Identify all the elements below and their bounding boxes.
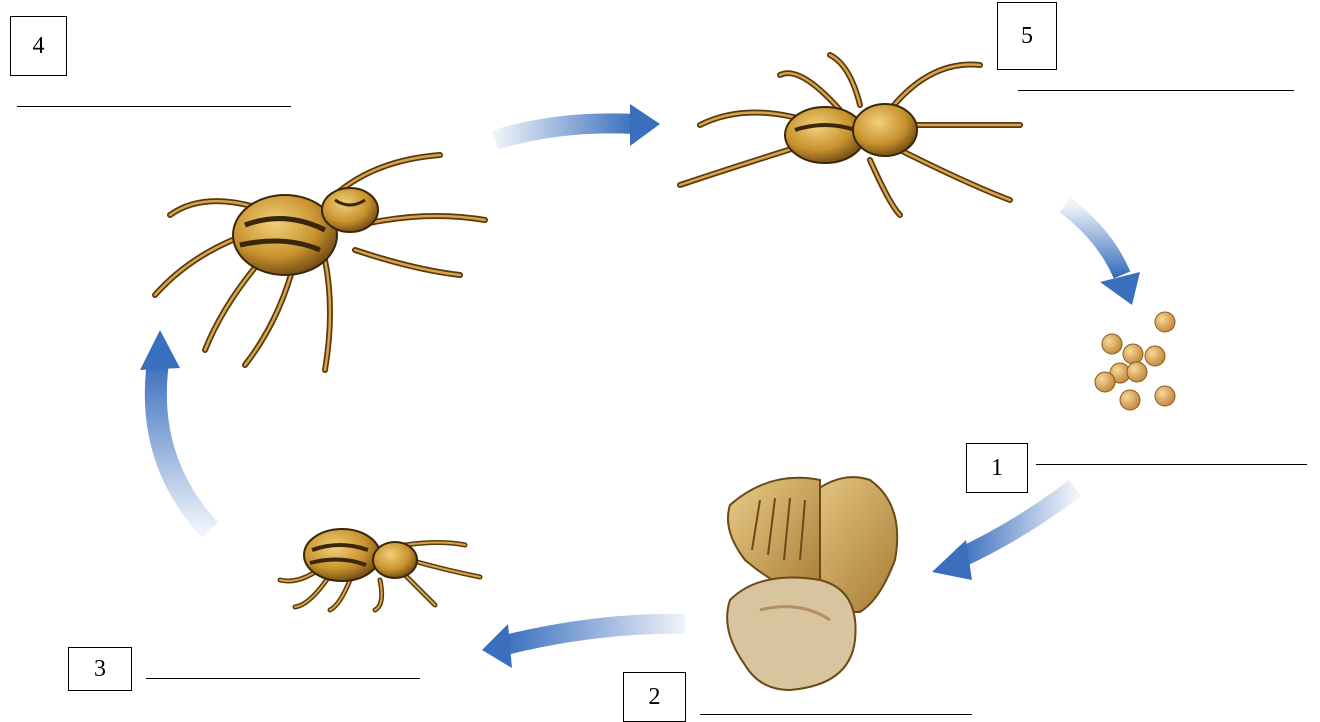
label-box-1: 1 <box>966 443 1028 493</box>
mature-spider-icon <box>680 55 1020 215</box>
answer-line-3[interactable] <box>146 678 420 679</box>
eggs-icon <box>1095 312 1175 410</box>
answer-line-1[interactable] <box>1036 464 1307 465</box>
label-box-2: 2 <box>623 672 686 722</box>
answer-line-4[interactable] <box>17 106 291 107</box>
label-box-4: 4 <box>10 16 67 76</box>
cycle-arrow-spiderling-to-adult <box>140 330 210 530</box>
answer-line-5[interactable] <box>1018 90 1294 91</box>
cycle-arrow-eggs-to-sac <box>932 488 1075 580</box>
label-box-5: 5 <box>997 2 1057 70</box>
label-box-3: 3 <box>68 647 132 691</box>
spiderling-icon <box>280 529 480 610</box>
adult-spider-icon <box>155 155 485 370</box>
cycle-arrow-adult-to-mature <box>495 104 660 146</box>
cycle-arrow-sac-to-spiderling <box>482 624 685 668</box>
cycle-arrow-mature-to-eggs <box>1065 205 1140 305</box>
egg-sac-icon <box>727 477 897 690</box>
answer-line-2[interactable] <box>700 714 972 715</box>
